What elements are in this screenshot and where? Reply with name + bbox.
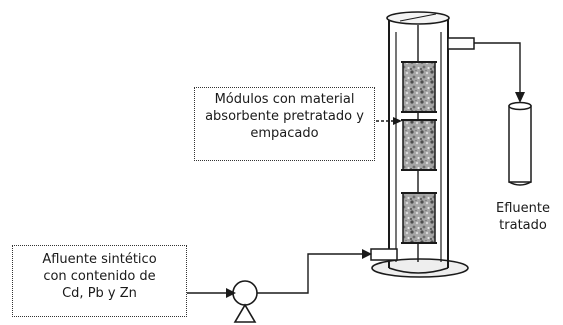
modules-label-line-1: Módulos con material bbox=[214, 92, 355, 107]
packed-module-middle bbox=[401, 119, 437, 171]
column-base bbox=[371, 258, 469, 278]
efluente-label: Efluente tratado bbox=[487, 200, 559, 240]
outlet-pipe bbox=[447, 37, 475, 50]
afluente-label-line-3: Cd, Pb y Zn bbox=[62, 286, 137, 301]
afluente-label-line-2: con contenido de bbox=[43, 269, 156, 284]
column-tube bbox=[388, 18, 449, 274]
afluente-label-line-1: Afluente sintético bbox=[42, 252, 157, 267]
modules-label-line-2: absorbente pretratado y bbox=[205, 109, 364, 124]
afluente-label-box: Afluente sintético con contenido de Cd, … bbox=[12, 245, 187, 317]
modules-label-box: Módulos con material absorbente pretrata… bbox=[194, 87, 375, 161]
column-top-cap bbox=[386, 11, 450, 25]
effluent-collection-tube bbox=[508, 101, 532, 186]
feed-arrow bbox=[187, 288, 236, 298]
modules-label-line-3: empacado bbox=[250, 126, 319, 141]
efluente-label-line-2: tratado bbox=[499, 218, 547, 233]
inlet-pipe bbox=[370, 248, 398, 261]
pump-to-column-line bbox=[257, 249, 372, 294]
packed-module-top bbox=[401, 61, 437, 113]
packed-module-bottom bbox=[401, 192, 437, 244]
modules-pointer-arrow bbox=[376, 117, 402, 125]
pump-icon bbox=[232, 280, 258, 323]
efluente-label-line-1: Efluente bbox=[496, 201, 550, 216]
outlet-arrow bbox=[474, 42, 525, 103]
